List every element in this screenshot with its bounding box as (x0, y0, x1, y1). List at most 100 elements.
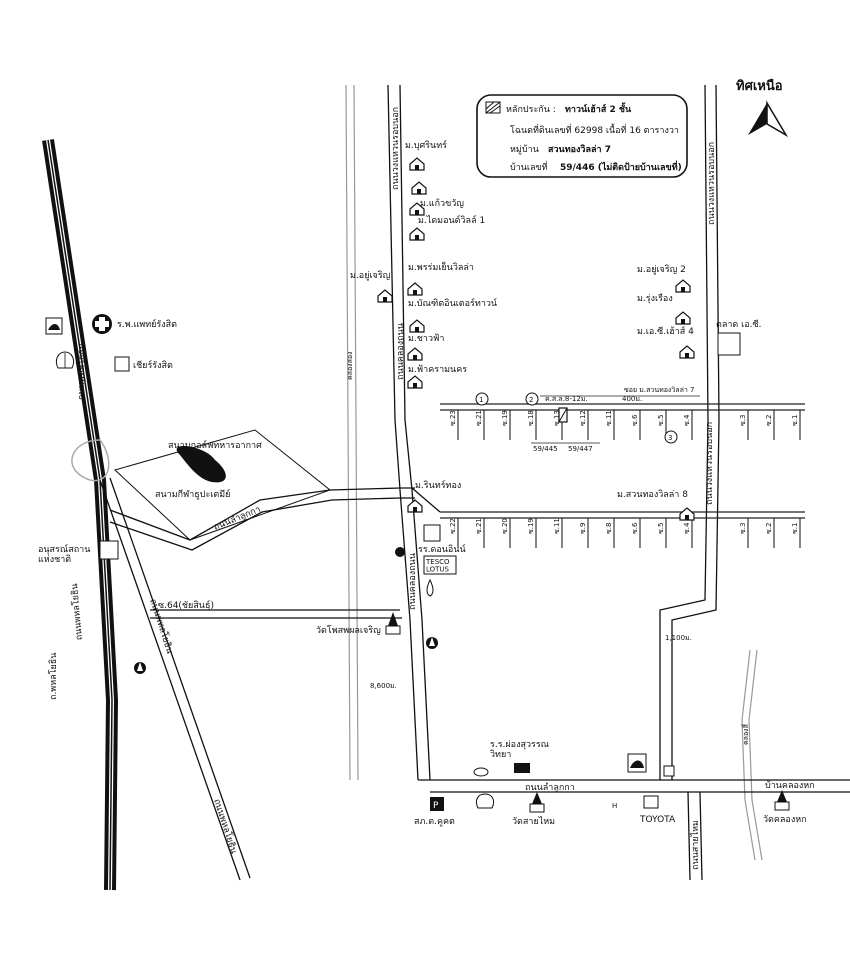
soi-lane-label: ซ.2 (765, 523, 773, 534)
place-label: ม.พรร่มเย็นวิลล่า (408, 260, 474, 273)
soi-lane-label: ซ.19 (527, 518, 535, 534)
village-house-icon (679, 345, 695, 359)
legend-line2: โฉนดที่ดินเลขที่ 62998 เนื้อที่ 16 ตาราง… (510, 123, 679, 136)
svg-text:3: 3 (668, 434, 672, 442)
legend-line1-value: ทาวน์เฮ้าส์ 2 ชั้น (565, 102, 632, 115)
marker-2: 2 (525, 392, 539, 406)
road-label-lamlukka: ถนนลำลูกกา (212, 504, 262, 533)
village-house-icon (377, 289, 393, 303)
place-label: ม.รุ่งเรือง (637, 293, 673, 304)
soi-lane-label: ซ.20 (501, 518, 509, 534)
diagonal-road (99, 479, 241, 881)
village-house-icon (409, 157, 425, 171)
soi-lane-label: ซ.5 (657, 415, 665, 426)
road-label-lamlukka-bottom: ถนนลำลูกกา (525, 782, 575, 793)
soi-top-label: ซอย ม.สวนทองวิลล่า 7 (624, 386, 694, 394)
golf-lake (176, 445, 226, 483)
ptt-icon-2 (426, 637, 438, 649)
esso-icon (473, 767, 489, 777)
saimai-road (687, 791, 691, 881)
road-label-ring-left: ถนนวงแหวนรอบนอก (391, 107, 401, 190)
road-label-khlongthanon: ถนนคลองถนน (396, 323, 406, 380)
soi-distance: 400ม. (622, 395, 642, 403)
place-label: ม.อยู่เจริญ (350, 270, 391, 281)
soi-lane-label: ซ.6 (631, 522, 639, 534)
temple-icon (385, 612, 401, 635)
house-number: 59/445 (533, 445, 558, 453)
soi-lane-label: ซ.13 (553, 410, 561, 426)
canal-khlong3-b (353, 84, 359, 781)
svg-text:1: 1 (479, 396, 483, 404)
road-label-right-edge: บ้านคลองหก (765, 780, 815, 791)
road-label-phahon: ถนนพหลโยธิน (76, 343, 87, 400)
soi-lane-label: ซ.11 (553, 518, 561, 534)
place-label: ม.ไดมอนด์วิลล์ 1 (418, 214, 485, 226)
diagonal-road-b (109, 477, 251, 879)
soi-lane-label: ซ.3 (739, 415, 747, 426)
north-label: ทิศเหนือ (736, 78, 783, 94)
road-label-ring-right-b: ถนนวงแหวนรอบนอก (705, 422, 715, 505)
road-label-saimai: ถนนสายไหม (690, 820, 701, 870)
soi-lane-label: ซ.22 (449, 518, 457, 534)
svg-text:2: 2 (529, 396, 533, 404)
monument-box (99, 540, 119, 560)
legend-line1-prefix: หลักประกัน : (506, 105, 556, 115)
place-label: TOYOTA (639, 815, 676, 825)
village-house-icon (409, 227, 425, 241)
place-label: ม.อยู่เจริญ 2 (637, 264, 686, 275)
soi-lane-label: ซ.4 (683, 414, 691, 426)
canal-khlong3 (345, 84, 351, 781)
canal-khlong4 (741, 649, 756, 861)
svg-text:P: P (433, 801, 439, 811)
place-label: ม.แก้วขวัญ (420, 198, 464, 209)
place-stadium: สนามกีฬาธูปะเตมีย์ (155, 488, 230, 500)
khlongthanon-road-b (399, 84, 431, 781)
canal-label: คลองสอง (346, 352, 354, 381)
legend-box: หลักประกัน : ทาวน์เฮ้าส์ 2 ชั้น โฉนดที่ด… (476, 94, 688, 178)
soi-lane-label: ซ.23 (449, 410, 457, 426)
place-label: วัดคลองหก (763, 815, 807, 825)
soi-lane-label: ซ.6 (631, 414, 639, 426)
soi-lane-label: ซ.4 (683, 522, 691, 534)
tesco-logo (423, 555, 457, 575)
place-label: ม.รินทร์ทอง (415, 479, 461, 491)
distance-label: 1,100ม. (665, 634, 692, 642)
place-label: ม.ชาวฟ้า (408, 333, 444, 344)
soi-lane-label: ซ.21 (475, 518, 483, 534)
road-label-khlongthanon-b: ถนนคลองถนน (408, 553, 418, 610)
lamlukka-upper-b (109, 497, 415, 551)
canal-khlong4-b (748, 649, 763, 861)
stadium-area (114, 429, 332, 541)
place-label: ม.บัณฑิตอินเตอร์ทาวน์ (408, 297, 497, 309)
village-house-icon (675, 311, 691, 325)
honda-icon: H (612, 802, 617, 810)
distance-label: 8,600ม. (370, 682, 397, 690)
legend-line3-prefix: หมู่บ้าน (510, 144, 539, 155)
place-label: สภ.ต.คูคต (414, 817, 455, 827)
road-label-ring-right: ถนนวงแหวนรอบนอก (707, 142, 717, 225)
soi-lane-label: ซ.12 (579, 410, 587, 426)
legend-line4-value: 59/446 (ไม่ติดป้ายบ้านเลขที่) (560, 160, 682, 173)
village-house-icon (407, 499, 423, 513)
temple-icon-2 (529, 792, 545, 813)
north-arrow-icon (748, 103, 767, 135)
place-label: วัดสายไหม (512, 816, 555, 827)
toyota-box (643, 795, 659, 809)
place-label: รร.ดอนอินน์ (418, 543, 466, 555)
village-house-icon (407, 347, 423, 361)
place-label: วัดโพสพผลเจริญ (316, 625, 381, 636)
soi-lane-label: ซ.21 (475, 410, 483, 426)
place-label: อนุสรณ์สถานแห่งชาติ (38, 543, 90, 565)
canal-label: คลองสี่ (741, 723, 750, 745)
road-label-soi64: ซ.64(ชัยสินธุ์) (158, 599, 214, 611)
marker-3: 3 (664, 430, 678, 444)
ring-road-right (659, 84, 709, 780)
drop-icon (426, 578, 434, 597)
soi-lane-label: ซ.2 (765, 415, 773, 426)
place-label: ม.ฟ้าครามนคร (408, 364, 467, 375)
shell-icon-3 (475, 793, 495, 809)
place-label: ตลาด เอ.ซี. (716, 319, 761, 330)
khlongthanon-road (387, 84, 419, 781)
